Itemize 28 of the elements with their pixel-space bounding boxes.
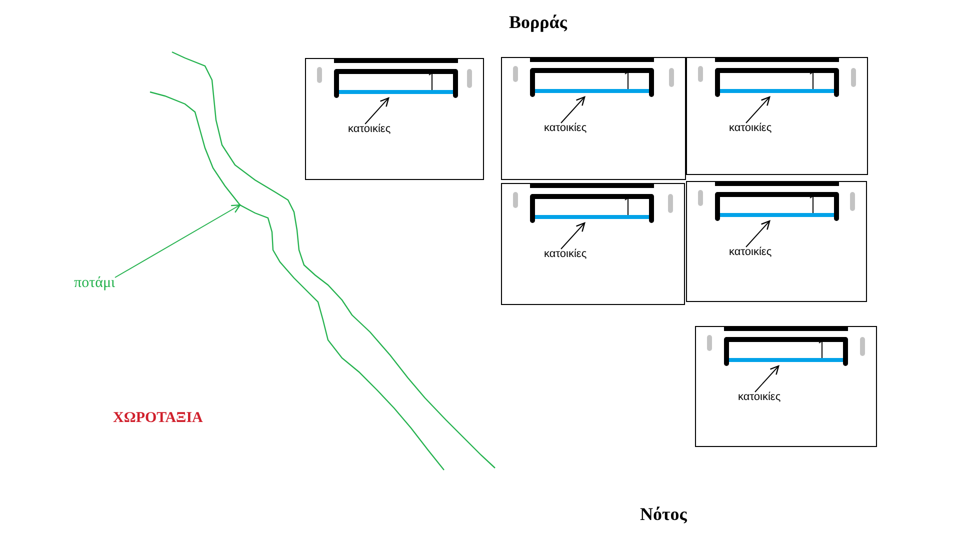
building-label: κατοικίες [544, 249, 587, 260]
plot-outline [686, 57, 868, 175]
plot-outline [501, 183, 685, 305]
building-symbol [530, 194, 654, 223]
building-label: κατοικίες [348, 124, 391, 135]
river-label: ποτάμι [74, 276, 116, 291]
leader-arrow [364, 97, 390, 124]
plot-outline [501, 57, 686, 180]
building-label: κατοικίες [544, 123, 587, 134]
direction-label: Νότος [640, 505, 687, 523]
building-symbol [715, 192, 839, 221]
leader-arrow [754, 365, 780, 392]
leader-arrow [114, 204, 241, 278]
building-label: κατοικίες [729, 123, 772, 134]
map-title: ΧΩΡΟΤΑΞΙΑ [113, 411, 203, 426]
building-symbol [724, 337, 848, 366]
building-symbol [530, 68, 654, 97]
leader-arrow [560, 96, 586, 124]
plot-outline [686, 181, 867, 302]
building-symbol [334, 69, 458, 98]
leader-arrow [746, 96, 770, 124]
leader-arrow [560, 222, 586, 250]
plot-outline [695, 326, 877, 447]
building-label: κατοικίες [738, 392, 781, 403]
leader-arrow [746, 220, 770, 248]
direction-label: Βορράς [509, 13, 567, 31]
building-label: κατοικίες [729, 247, 772, 258]
building-symbol [715, 68, 839, 97]
